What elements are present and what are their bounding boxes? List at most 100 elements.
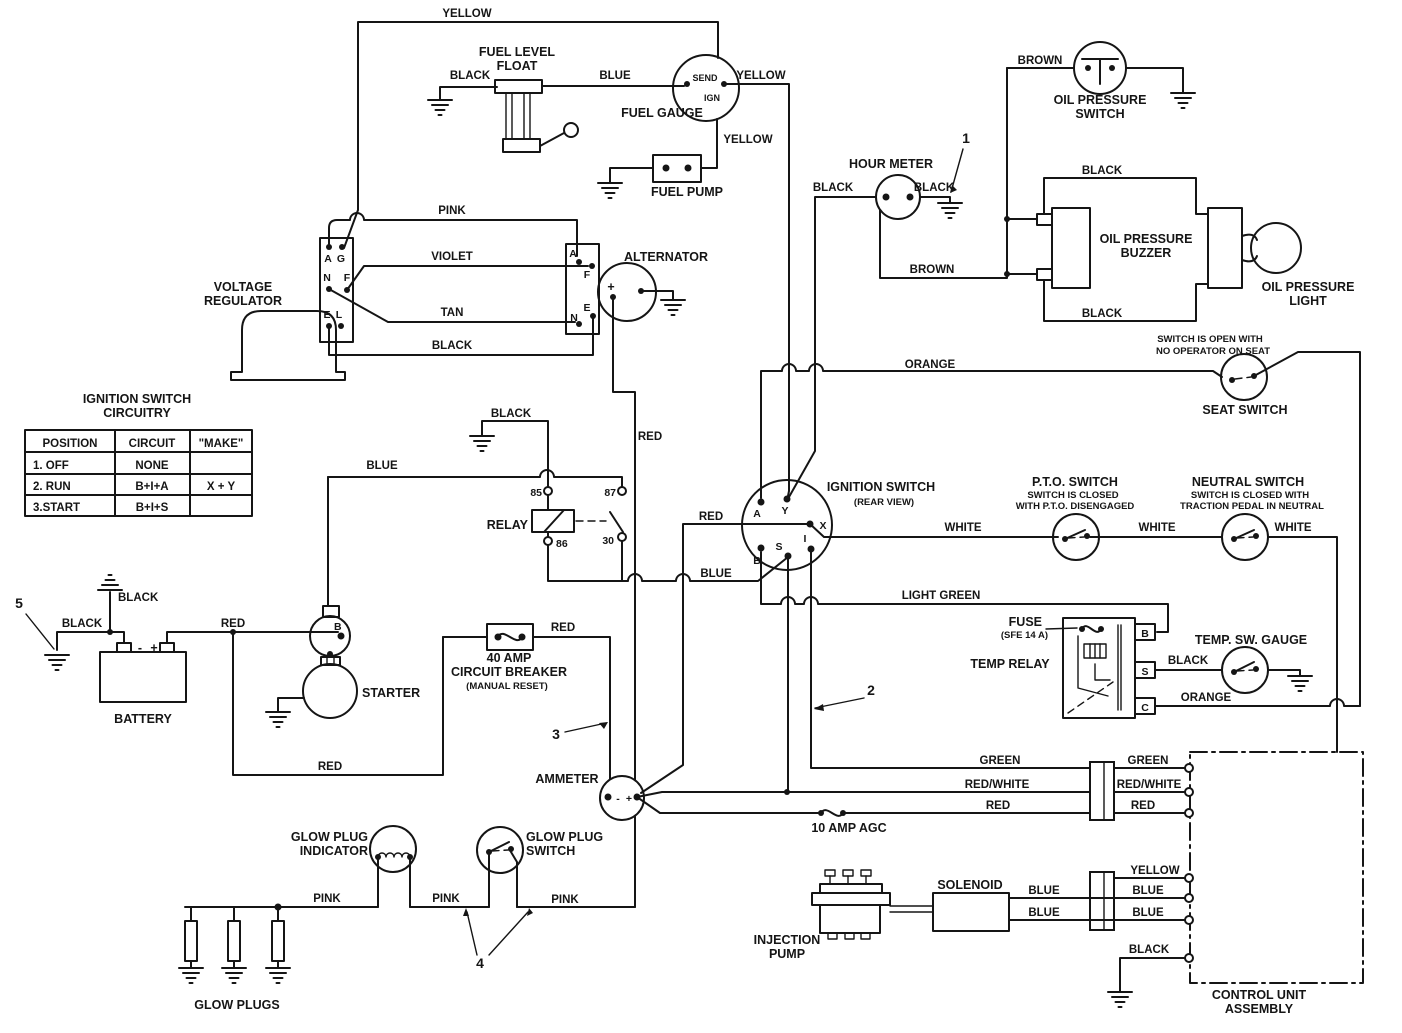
neutral-switch-note: SWITCH IS CLOSED WITH [1191,490,1309,501]
glow-plug-circuit: GLOW PLUG INDICATOR GLOW PLUG SWITCH PIN… [178,825,636,1012]
circuit-breaker [486,623,534,651]
wire-label: BROWN [910,264,955,276]
neutral-switch [1221,513,1269,561]
wire-label: RED [638,431,662,443]
starter: B [302,605,358,719]
fuel-level-float-label: FLOAT [497,59,538,73]
wire-label: RED [318,761,342,773]
temp-relay: B S C [1062,617,1156,719]
voltage-regulator [230,310,346,381]
pto-switch [1052,513,1100,561]
control-unit-circuit: GREEN GREEN RED/WHITE RED/WHITE RED RED … [965,751,1364,1016]
wire-label: GREEN [980,755,1021,767]
wire-label: BLUE [599,70,631,82]
vr-terminal-n: N [323,272,331,284]
wire-label: YELLOW [442,8,491,20]
voltage-regulator-label: REGULATOR [204,294,282,308]
relay-label: RELAY [487,518,529,532]
ammeter-minus: - [616,793,620,805]
wire-label: BLACK [1168,655,1209,667]
wire-label: RED/WHITE [965,779,1030,791]
wire-label: BLACK [450,70,491,82]
table-cell: X + Y [207,481,236,493]
callout-5: 5 [15,595,23,611]
glow-plug-indicator [369,825,417,873]
ign-terminal-b: B [753,555,761,567]
glow-plug-switch-label: SWITCH [526,844,575,858]
ign-terminal-i: I [804,533,807,545]
wire-label: WHITE [1138,522,1175,534]
wire-label: RED [221,618,245,630]
voltage-regulator-label: VOLTAGE [214,280,273,294]
fuel-level-float-label: FUEL LEVEL [479,45,556,59]
vr-terminal-a: A [324,253,332,265]
wire-label: RED [699,511,723,523]
neutral-switch-label: NEUTRAL SWITCH [1192,475,1304,489]
control-unit-label: ASSEMBLY [1225,1002,1294,1016]
ign-terminal-a: A [753,508,761,520]
battery-plus: + [150,641,157,655]
temp-sw-gauge [1221,646,1269,694]
wire-label: LIGHT GREEN [902,590,981,602]
alternator-connector: A F E N [565,243,600,335]
wire-label: BLACK [813,182,854,194]
wire-label: RED [986,800,1010,812]
fuel-gauge: SEND IGN [672,54,740,122]
oil-pressure-buzzer-label: OIL PRESSURE [1100,232,1193,246]
wire-label: RED [551,622,575,634]
wire-label: WHITE [944,522,981,534]
wire-label: BLACK [118,592,159,604]
fuse-label: (SFE 14 A) [1001,630,1048,641]
table-cell: 2. RUN [33,481,71,493]
pto-switch-note: SWITCH IS CLOSED [1027,490,1118,501]
ign-terminal-x: X [819,520,826,532]
glow-plug-switch [476,826,524,874]
wire-label: VIOLET [431,251,473,263]
hour-meter-label: HOUR METER [849,157,933,171]
oil-pressure-switch-label: OIL PRESSURE [1054,93,1147,107]
wire-label: BLACK [432,340,473,352]
alternator-label: ALTERNATOR [624,250,708,264]
seat-switch-label: SEAT SWITCH [1202,403,1287,417]
wire-label: BLACK [1082,165,1123,177]
wire-label: BLACK [491,408,532,420]
ammeter-label: AMMETER [535,772,598,786]
alt-terminal-e: E [583,302,590,314]
wire-label: ORANGE [1181,692,1232,704]
ignition-switch-label: (REAR VIEW) [854,497,914,508]
breaker-label: CIRCUIT BREAKER [451,665,567,679]
glow-plug-indicator-label: INDICATOR [300,844,368,858]
wire-label: BLUE [1132,907,1164,919]
relay-circuit: BLACK BLUE 85 87 86 30 RELAY BLUE [327,408,789,607]
glow-plugs [184,906,285,969]
table-header: POSITION [43,438,98,450]
seat-switch-note: NO OPERATOR ON SEAT [1156,346,1270,357]
temp-relay-terminal-c: C [1141,702,1149,714]
ign-terminal-s: S [775,541,782,553]
breaker-label: (MANUAL RESET) [466,681,548,692]
injection-pump-circuit: INJECTION PUMP SOLENOID [754,869,1010,961]
table-title: IGNITION SWITCH [83,392,191,406]
ignition-switch: A Y X B S I IGNITION SWITCH (REAR VIEW) … [640,196,1223,794]
relay-terminal-30: 30 [602,535,614,547]
fuel-gauge-terminal-ign: IGN [704,93,720,103]
fuel-pump [652,154,702,183]
callout-4: 4 [476,955,484,971]
temp-relay-terminal-b: B [1141,628,1149,640]
wire-label: BLACK [62,618,103,630]
voltage-regulator-circuit: VOLTAGE REGULATOR A G N F E L PINK VIOLE… [204,205,708,781]
oil-pressure-light-label: OIL PRESSURE [1262,280,1355,294]
vr-terminal-e: E [323,309,330,321]
alternator-plus: + [607,280,614,294]
wire-label: PINK [551,894,579,906]
relay-terminal-86: 86 [556,538,568,550]
wire-label: YELLOW [736,70,785,82]
wire-label: YELLOW [1130,865,1179,877]
alt-terminal-f: F [584,269,591,281]
wire-label: BLUE [1028,885,1060,897]
oil-pressure-switch-label: SWITCH [1075,107,1124,121]
wire-label: GREEN [1128,755,1169,767]
wire-label: PINK [313,893,341,905]
glow-plugs-label: GLOW PLUGS [194,998,279,1012]
